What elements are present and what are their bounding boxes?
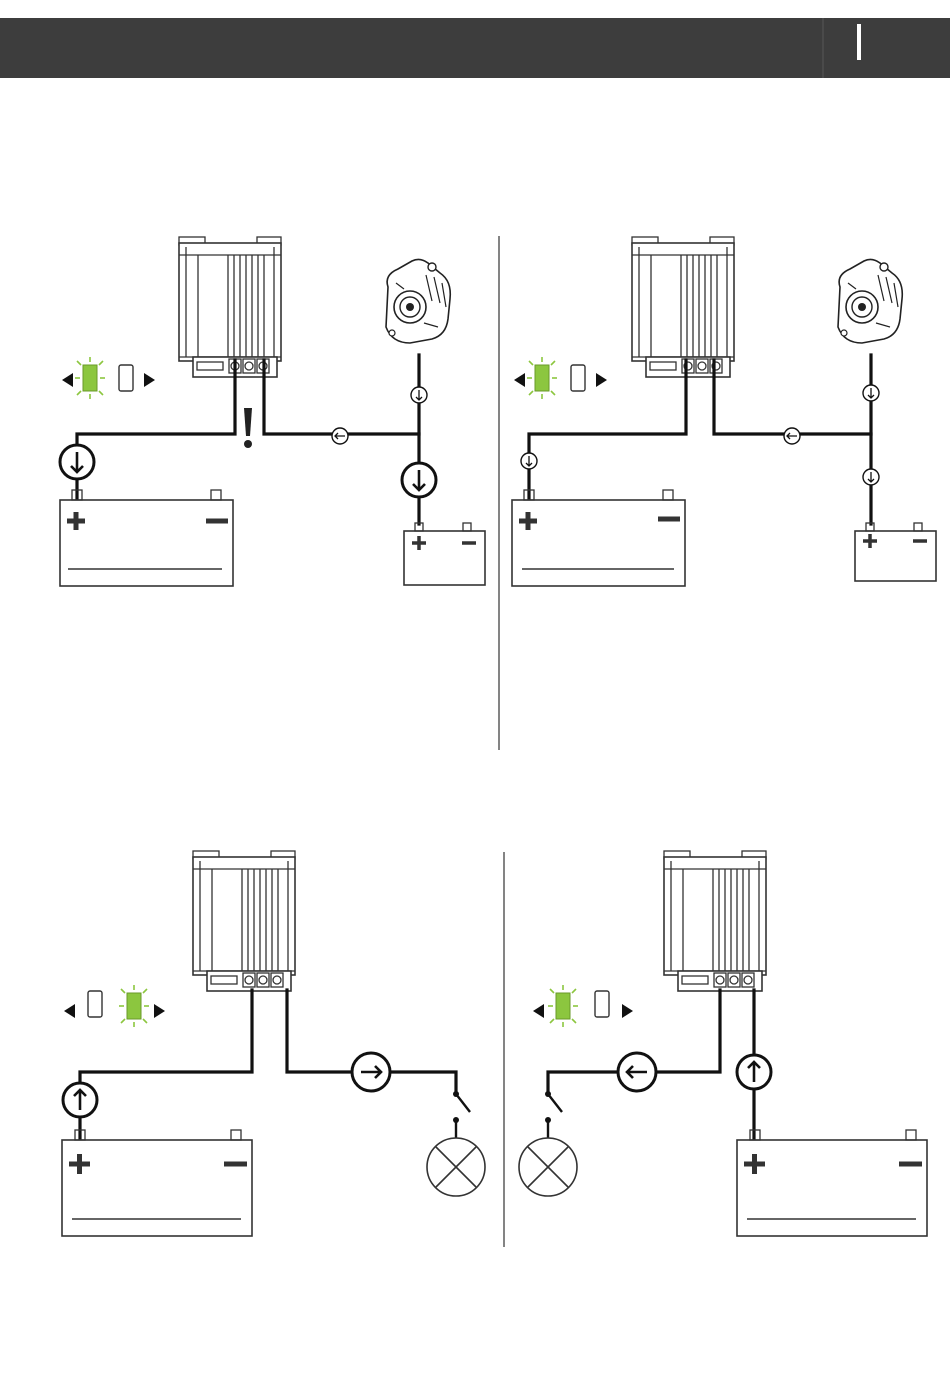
battery-small-icon (855, 523, 936, 581)
current-arrow-icon (784, 428, 800, 444)
battery-large-icon (737, 1130, 927, 1236)
current-arrow-icon (411, 387, 427, 403)
battery-large-icon (512, 490, 685, 586)
current-arrow-icon (332, 428, 348, 444)
current-arrow-icon (863, 385, 879, 401)
current-arrow-icon (737, 1055, 771, 1089)
switch-icon (453, 1091, 470, 1138)
led-indicator (514, 357, 607, 399)
converter-icon (632, 237, 734, 377)
current-arrow-icon (352, 1053, 390, 1091)
panel-bottom-left (62, 851, 485, 1236)
panel-top-left (60, 237, 485, 586)
switch-icon (545, 1091, 562, 1138)
converter-icon (664, 851, 766, 991)
led-indicator (62, 357, 155, 399)
led-indicator (64, 985, 165, 1027)
current-arrow-icon (402, 463, 436, 497)
lamp-icon (519, 1138, 577, 1196)
current-arrow-icon (863, 469, 879, 485)
converter-icon (193, 851, 295, 991)
current-arrow-icon (60, 445, 94, 479)
lamp-icon (427, 1138, 485, 1196)
current-arrow-icon (63, 1083, 97, 1117)
current-arrow-icon (618, 1053, 656, 1091)
battery-large-icon (62, 1130, 252, 1236)
alternator-icon (838, 259, 902, 343)
led-indicator (533, 985, 633, 1027)
battery-small-icon (404, 523, 485, 585)
converter-icon (179, 237, 281, 377)
panel-bottom-right (519, 851, 927, 1236)
alternator-icon (386, 259, 450, 343)
battery-large-icon (60, 490, 233, 586)
panel-top-right (512, 237, 936, 586)
warning-icon (244, 408, 252, 448)
current-arrow-icon (521, 453, 537, 469)
